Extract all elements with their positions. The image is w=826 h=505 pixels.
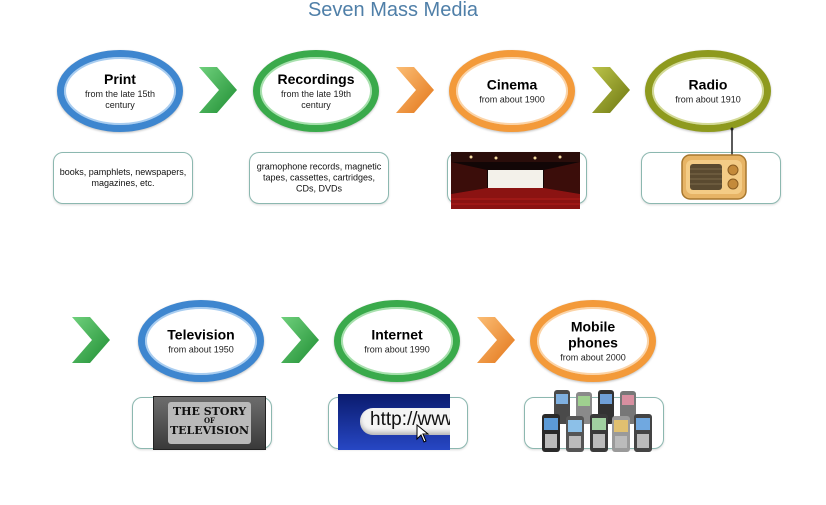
story-of-television-image: THE STORY OF TELEVISION — [153, 396, 266, 450]
arrow-icon — [592, 67, 630, 113]
medium-name: Recordings — [277, 71, 355, 87]
http-text: http://www. — [370, 409, 450, 430]
arrow-icon — [281, 317, 319, 363]
mobile-phones-ellipse: Mobile phones from about 2000 — [530, 300, 656, 382]
cursor-icon — [416, 424, 430, 443]
medium-name: Internet — [371, 326, 423, 343]
arrow-icon — [72, 317, 110, 363]
medium-since: from about 1950 — [168, 344, 234, 355]
vintage-radio-image — [681, 127, 747, 200]
medium-name: Print — [104, 71, 136, 87]
tv-image-line: OF — [203, 416, 216, 425]
radio-ellipse: Radio from about 1910 — [645, 50, 771, 132]
tv-image-line: TELEVISION — [169, 424, 250, 437]
television-ellipse: Television from about 1950 — [138, 300, 264, 382]
recordings-ellipse: Recordings from the late 19th century — [253, 50, 379, 132]
medium-detail: books, pamphlets, newspapers, magazines,… — [59, 167, 187, 188]
medium-since: from about 1910 — [675, 94, 741, 105]
medium-since: from about 2000 — [560, 352, 626, 363]
diagram-title: Seven Mass Media — [307, 0, 479, 21]
print-ellipse: Print from the late 15th century — [57, 50, 183, 132]
arrow-icon — [477, 317, 515, 363]
cinema-hall-image — [451, 152, 580, 209]
internet-ellipse: Internet from about 1990 — [334, 300, 460, 382]
medium-since: from about 1990 — [364, 344, 430, 355]
medium-detail: gramophone records, magnetic tapes, cass… — [256, 161, 382, 194]
medium-since: from about 1900 — [479, 94, 545, 105]
cinema-ellipse: Cinema from about 1900 — [449, 50, 575, 132]
mobile-phones-image — [542, 390, 652, 452]
medium-since: from the late 19th century — [280, 89, 352, 110]
medium-name: Cinema — [486, 76, 538, 93]
medium-name: Mobile phones — [568, 318, 618, 351]
medium-name: Radio — [688, 76, 728, 93]
recordings-detail-box: gramophone records, magnetic tapes, cass… — [249, 152, 389, 204]
tv-image-line: THE STORY — [172, 405, 247, 418]
medium-since: from the late 15th century — [84, 89, 156, 110]
arrow-icon — [199, 67, 237, 113]
print-detail-box: books, pamphlets, newspapers, magazines,… — [53, 152, 193, 204]
medium-name: Television — [167, 326, 235, 343]
arrow-icon — [396, 67, 434, 113]
http-address-bar-image: http://www. — [338, 394, 450, 450]
